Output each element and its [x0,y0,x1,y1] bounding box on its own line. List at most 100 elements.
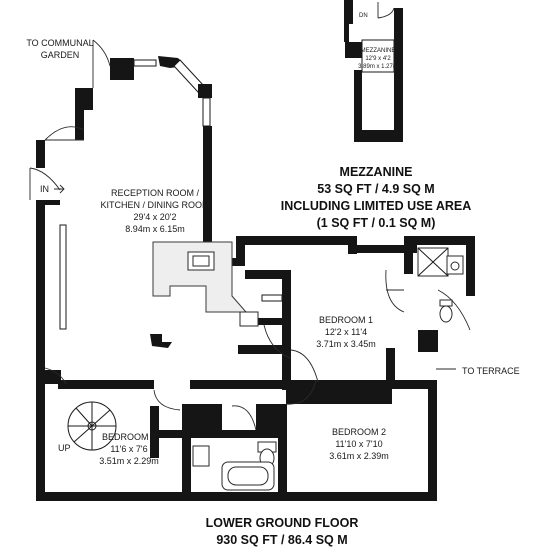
mezzanine-plan: DN MEZZANINE 12'9 x 4'2 3.89m x 1.27m [344,0,403,142]
in-label: IN [40,184,49,194]
wall-hall-top [245,270,291,279]
reception-metric: 8.94m x 6.15m [125,224,185,234]
wall-bath-right [466,236,475,296]
bay-window-top [133,59,157,67]
wall-bath2-top [150,430,286,438]
left-wall [36,205,45,501]
mezzanine-heading-title: MEZZANINE [340,165,413,179]
annotations: TO COMMUNAL GARDEN IN TO TERRACE UP [26,38,519,453]
mezzanine-heading: MEZZANINE 53 SQ FT / 4.9 SQ M INCLUDING … [281,165,472,230]
left-wall-upper [36,140,45,168]
bath2-bathtub-inner [227,466,269,486]
floor-heading-area: 930 SQ FT / 86.4 SQ M [216,533,347,547]
floor-heading: LOWER GROUND FLOOR 930 SQ FT / 86.4 SQ M [206,516,359,547]
terrace-door [437,289,471,331]
bay-corner-right [198,84,212,98]
mezzanine-wall-left-upper [344,24,349,42]
bottom-wall [36,492,437,501]
left-wall-jamb [36,200,60,205]
hall-cupboard [239,311,259,327]
bedroom2-door [285,379,317,405]
to-communal-label-1: TO COMMUNAL [26,38,93,48]
entrance-door [29,167,61,200]
bedroom1-name: BEDROOM 1 [319,315,373,325]
mezzanine-heading-area: 53 SQ FT / 4.9 SQ M [317,182,434,196]
dn-label: DN [359,13,368,19]
ensuite-wc [439,305,453,323]
doors [29,39,471,431]
mezzanine-room-metric: 3.89m x 1.27m [358,64,398,70]
to-terrace-label: TO TERRACE [462,366,520,376]
reception-name-2: KITCHEN / DINING ROOM [100,200,209,210]
mezzanine-wall-right [394,8,403,142]
wall-bedroom1-top-right [348,236,357,254]
wall-bath-top [404,236,474,245]
bedroom1-imperial: 12'2 x 11'4 [325,327,367,337]
reception-name-1: RECEPTION ROOM / [111,188,200,198]
wall-corridor-top [190,380,286,389]
bedroom3-imperial: 11'6 x 7'6 [110,444,147,454]
entrance-arrow-icon [54,184,65,194]
kitchen-sink-bowl [192,255,210,267]
wall-bath2-left [182,430,191,500]
ensuite-door [385,269,405,313]
wall-bedroom2-right [428,380,437,500]
wall-bedroom1-left [282,270,291,390]
spiral-stair [67,401,117,451]
mezzanine-wall-left-block [345,42,362,58]
wall-bath-lower-corner [418,330,438,352]
bedroom1-door [290,349,319,383]
bedroom2-metric: 3.61m x 2.39m [329,451,389,461]
bay-wall-left [75,110,84,140]
lower-ground-walls [36,56,475,501]
bath2-door [231,405,257,431]
kitchen-island [152,241,248,313]
kitchen-fixture [150,334,172,348]
wall-bedroom2-top [286,380,392,404]
left-window [59,224,67,330]
wall-hall-stub [258,318,282,325]
wall-bedroom1-right [386,348,395,388]
to-communal-label-2: GARDEN [41,50,80,60]
wall-step-vertical [236,236,245,266]
bedroom2-imperial: 11'10 x 7'10 [335,439,382,449]
mezzanine-heading-limited-area: (1 SQ FT / 0.1 SQ M) [317,216,436,230]
mezzanine-heading-limited: INCLUDING LIMITED USE AREA [281,199,472,213]
ensuite-wc-cistern [439,299,453,307]
wall-bath-left [404,236,413,274]
bathroom-fixtures [192,247,464,491]
hall-door [263,324,291,359]
bay-post-left [75,88,93,110]
bay-block-top-left [110,58,134,80]
bedroom3-side-door [44,367,67,385]
wall-bath2-right [278,404,287,500]
wall-bath2-top-left [182,404,222,430]
floor-heading-title: LOWER GROUND FLOOR [206,516,359,530]
wall-bath-top-left [357,245,417,253]
right-wall-reception [203,126,212,266]
bedroom2-name: BEDROOM 2 [332,427,386,437]
mezzanine-limited-area [361,39,395,73]
bedroom1-metric: 3.71m x 3.45m [316,339,376,349]
bedroom3-metric: 3.51m x 2.29m [99,456,159,466]
mezzanine-room-imperial: 12'9 x 4'2 [365,56,391,62]
garden-door [92,39,111,88]
wall-bedroom2-top-right [392,380,436,389]
bedroom3-door [153,389,181,411]
reception-imperial: 29'4 x 20'2 [134,212,177,222]
bay-window-right [202,97,211,127]
wall-top-bedroom1 [236,236,356,245]
bedroom3-name: BEDROOM 3 [102,432,156,442]
mezzanine-room-name: MEZZANINE [361,48,396,54]
mezzanine-wall-left [354,70,362,140]
ensuite-basin-bowl [450,261,460,271]
up-label: UP [58,443,71,453]
room-labels: RECEPTION ROOM / KITCHEN / DINING ROOM 2… [99,188,389,466]
bath2-basin [192,445,210,467]
mezzanine-wall-top-left [344,0,353,24]
kitchen [150,241,259,348]
wall-bedroom3-top [58,380,154,389]
hall-window [261,294,283,302]
mezzanine-stair-arc [377,2,395,19]
